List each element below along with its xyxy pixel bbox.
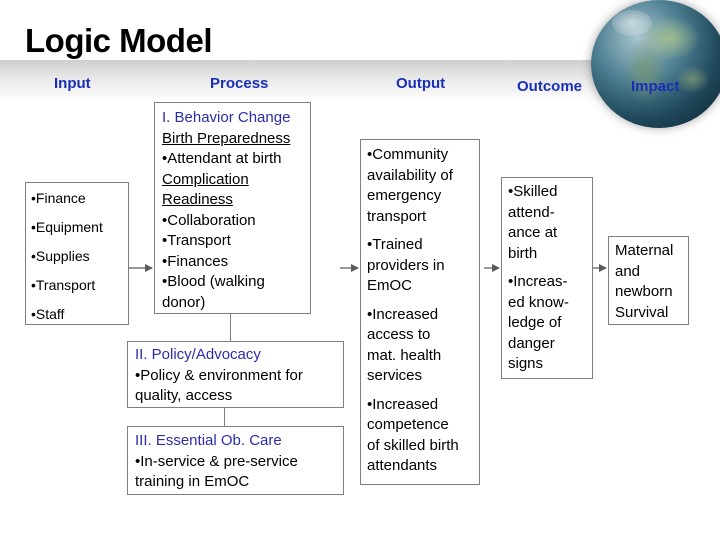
outcome-line: ledge of — [508, 314, 562, 331]
globe-highlight — [612, 10, 652, 36]
policy-item: quality, access — [135, 387, 233, 404]
behavior-item: •Transport — [162, 232, 231, 249]
output-line: mat. health — [367, 346, 442, 364]
output-box: •Community availability of emergency tra… — [360, 139, 480, 485]
output-line: services — [367, 367, 423, 384]
outcome-item: •Skilled attend- ance at birth — [508, 182, 586, 264]
outcome-line: ed know- — [508, 293, 569, 311]
behavior-item: •Collaboration — [162, 211, 256, 229]
outcome-item: •Increas- ed know- ledge of danger signs — [508, 272, 586, 375]
output-line: access to — [367, 326, 431, 343]
output-line: attendants — [367, 457, 438, 474]
outcome-line: attend- — [508, 203, 555, 221]
input-box: •Finance •Equipment •Supplies •Transport… — [25, 182, 129, 325]
policy-heading: II. Policy/Advocacy — [135, 346, 261, 363]
output-line: emergency — [367, 187, 442, 204]
output-line: •Increased — [367, 305, 439, 323]
output-item: •Increased competence of skilled birth a… — [367, 395, 473, 477]
essential-care-heading: III. Essential Ob. Care — [135, 432, 282, 449]
process-connector — [224, 408, 225, 426]
input-item: •Supplies — [31, 248, 90, 264]
output-line: availability of — [367, 166, 453, 184]
outcome-line: ance at — [508, 224, 558, 241]
column-header-output: Output — [396, 75, 446, 92]
output-line: •Community — [367, 146, 449, 163]
impact-box: Maternal and newborn Survival — [608, 236, 689, 325]
output-line: •Increased — [367, 395, 439, 413]
input-item: •Transport — [31, 277, 96, 293]
process-policy-box: II. Policy/Advocacy •Policy & environmen… — [127, 341, 344, 408]
output-item: •Increased access to mat. health service… — [367, 305, 473, 387]
impact-line: newborn — [615, 283, 673, 300]
outcome-line: signs — [508, 355, 544, 372]
output-line: competence — [367, 416, 449, 433]
behavior-item: •Finances — [162, 252, 229, 270]
essential-care-item: •In-service & pre-service — [135, 452, 298, 470]
input-item: •Staff — [31, 306, 65, 322]
output-line: •Trained — [367, 236, 423, 253]
output-item: •Trained providers in EmOC — [367, 235, 473, 297]
input-item: •Equipment — [31, 219, 103, 235]
process-connector — [230, 314, 231, 341]
column-header-outcome: Outcome — [517, 78, 583, 95]
input-item: •Finance — [31, 190, 86, 206]
column-header-impact: Impact — [631, 78, 680, 95]
column-header-input: Input — [54, 75, 91, 92]
impact-line: and — [615, 262, 641, 280]
output-line: providers in — [367, 256, 445, 274]
readiness-label: Readiness — [162, 191, 233, 208]
behavior-item: donor) — [162, 293, 206, 311]
birth-preparedness-label: Birth Preparedness — [162, 129, 291, 147]
output-line: EmOC — [367, 277, 412, 294]
column-header-process: Process — [210, 75, 269, 92]
outcome-box: •Skilled attend- ance at birth •Increas-… — [501, 177, 593, 379]
behavior-change-heading: I. Behavior Change — [162, 109, 291, 126]
process-essential-care-box: III. Essential Ob. Care •In-service & pr… — [127, 426, 344, 495]
outcome-line: danger — [508, 334, 555, 352]
page-title: Logic Model — [25, 22, 213, 59]
essential-care-item: training in EmOC — [135, 473, 250, 490]
policy-item: •Policy & environment for — [135, 366, 303, 384]
behavior-item: •Blood (walking — [162, 273, 265, 290]
outcome-line: •Increas- — [508, 273, 568, 290]
process-behavior-change-box: I. Behavior Change Birth Preparedness •A… — [154, 102, 311, 314]
impact-line: Maternal — [615, 242, 674, 259]
behavior-item: •Attendant at birth — [162, 150, 282, 167]
output-item: •Community availability of emergency tra… — [367, 145, 473, 227]
outcome-line: •Skilled — [508, 183, 558, 200]
complication-label: Complication — [162, 170, 249, 188]
outcome-line: birth — [508, 244, 538, 262]
output-line: of skilled birth — [367, 436, 459, 454]
impact-line: Survival — [615, 303, 669, 321]
output-line: transport — [367, 207, 427, 225]
